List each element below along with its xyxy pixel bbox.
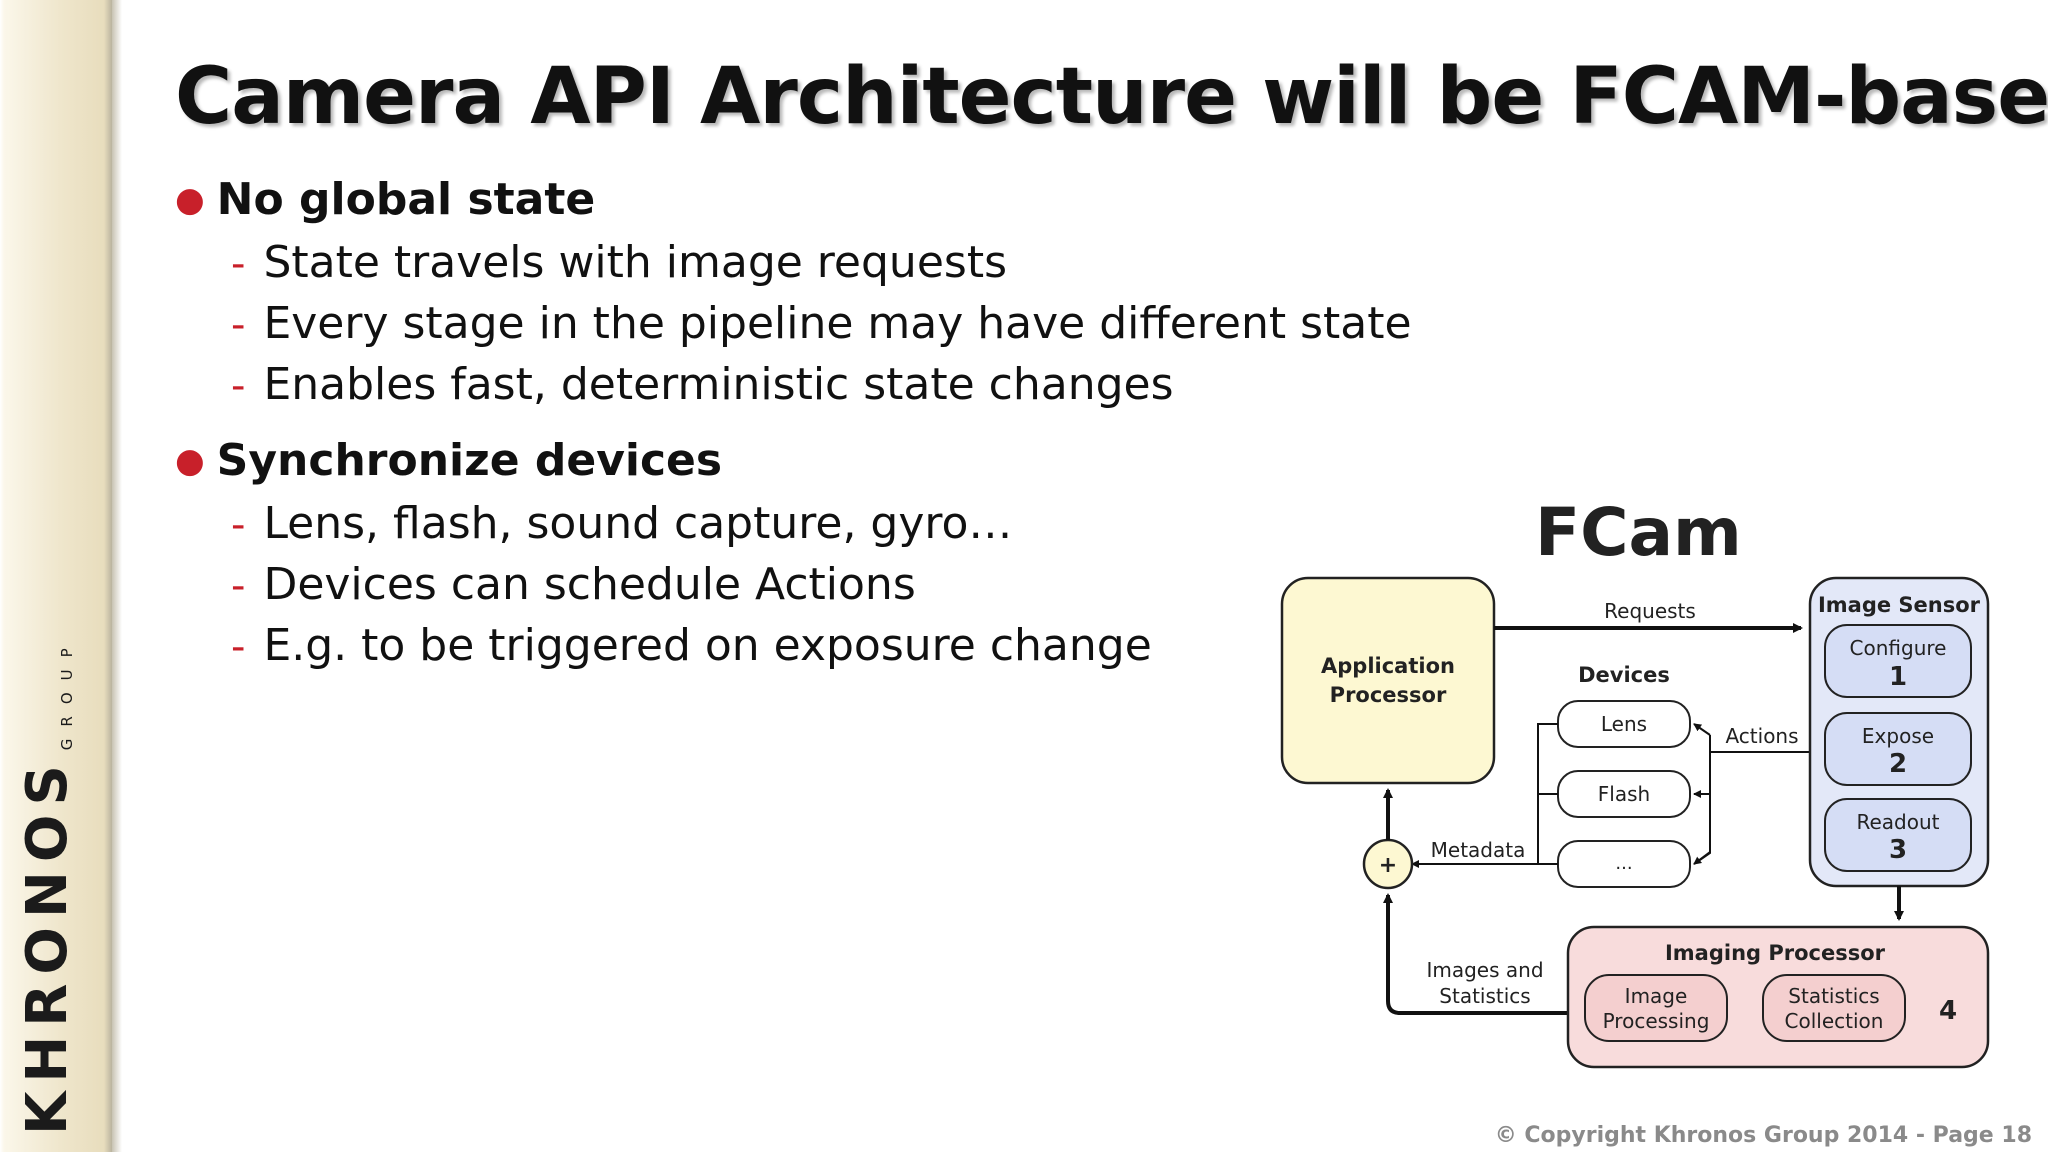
stage-readout-num: 3: [1889, 835, 1907, 865]
action-arrow-more: [1693, 851, 1711, 865]
image-processing-line2: Processing: [1603, 1009, 1710, 1033]
statistics-collection-block: [1762, 974, 1906, 1042]
slide-footer: © Copyright Khronos Group 2014 - Page 18: [1494, 1123, 2032, 1148]
stage-expose-label: Expose: [1862, 724, 1934, 748]
imaging-processor-num: 4: [1939, 996, 1957, 1026]
dash-icon: -: [231, 302, 246, 348]
app-processor-line2: Processor: [1330, 683, 1447, 707]
app-processor-line1: Application: [1321, 654, 1455, 678]
sub-bullet: -Enables fast, deterministic state chang…: [231, 355, 1375, 416]
plus-symbol: +: [1379, 853, 1397, 878]
bullet-2: ● Synchronize devices: [175, 431, 1375, 494]
dash-icon: -: [231, 502, 246, 548]
fcam-brand: FCam: [1535, 495, 1742, 571]
side-band: [0, 0, 112, 1152]
sub-bullet: -Lens, flash, sound capture, gyro…: [231, 494, 1375, 555]
logo-sub: GROUP: [58, 636, 76, 751]
sub-bullet-text: Devices can schedule Actions: [263, 559, 916, 610]
app-processor-box: [1280, 576, 1496, 785]
actions-label: Actions: [1725, 724, 1798, 748]
sub-bullet: -E.g. to be triggered on exposure change: [231, 616, 1375, 677]
dash-icon: -: [231, 624, 246, 670]
slide-title: Camera API Architecture will be FCAM-bas…: [175, 52, 2048, 142]
requests-label: Requests: [1604, 599, 1696, 623]
sub-bullet-text: Lens, flash, sound capture, gyro…: [263, 498, 1013, 549]
device-more-label: ...: [1615, 853, 1632, 874]
dash-icon: -: [231, 363, 246, 409]
bullet-1-text: No global state: [216, 174, 596, 225]
side-band-edge: [112, 0, 122, 1152]
khronos-logo: KHRONOS GROUP: [15, 636, 80, 1135]
stage-expose-num: 2: [1889, 749, 1907, 779]
images-return-arrow: [1383, 893, 1568, 1015]
stage-configure-label: Configure: [1850, 636, 1947, 660]
fcam-diagram: FCam Application Processor Requests Devi…: [1280, 495, 1990, 1069]
bullet-dot-icon: ●: [175, 441, 205, 481]
dash-icon: -: [231, 241, 246, 287]
sub-bullet-text: State travels with image requests: [263, 237, 1007, 288]
image-sensor-title: Image Sensor: [1818, 593, 1981, 617]
sub-bullet-text: E.g. to be triggered on exposure change: [263, 620, 1152, 671]
imaging-processor-title: Imaging Processor: [1665, 941, 1886, 965]
images-stats-line1: Images and: [1426, 958, 1543, 982]
bullet-1: ● No global state: [175, 170, 1375, 233]
sub-bullet: -State travels with image requests: [231, 233, 1375, 294]
image-processing-block: [1584, 974, 1728, 1042]
stage-configure-num: 1: [1889, 662, 1907, 692]
devices-title: Devices: [1578, 663, 1670, 687]
image-processing-line1: Image: [1625, 984, 1688, 1008]
device-lens-label: Lens: [1601, 712, 1647, 736]
sub-bullet-text: Every stage in the pipeline may have dif…: [263, 298, 1412, 349]
statistics-collection-line1: Statistics: [1788, 984, 1879, 1008]
stage-configure: [1824, 624, 1972, 698]
bullet-list: ●No global state -State travels with ima…: [175, 170, 1412, 677]
logo-name: KHRONOS: [15, 756, 80, 1135]
device-flash-label: Flash: [1598, 782, 1650, 806]
action-arrow-lens: [1693, 723, 1711, 736]
stage-readout-label: Readout: [1856, 810, 1939, 834]
statistics-collection-line2: Collection: [1785, 1009, 1884, 1033]
sub-bullet-text: Enables fast, deterministic state change…: [263, 359, 1174, 410]
metadata-label: Metadata: [1431, 838, 1526, 862]
bullet-dot-icon: ●: [175, 180, 205, 220]
images-stats-line2: Statistics: [1439, 984, 1530, 1008]
dash-icon: -: [231, 563, 246, 609]
sub-bullet: -Devices can schedule Actions: [231, 555, 1375, 616]
stage-expose: [1824, 712, 1972, 786]
sub-bullet: -Every stage in the pipeline may have di…: [231, 294, 1412, 355]
actions-connector: [1693, 751, 1810, 865]
stage-readout: [1824, 798, 1972, 872]
bullet-2-text: Synchronize devices: [216, 435, 723, 486]
